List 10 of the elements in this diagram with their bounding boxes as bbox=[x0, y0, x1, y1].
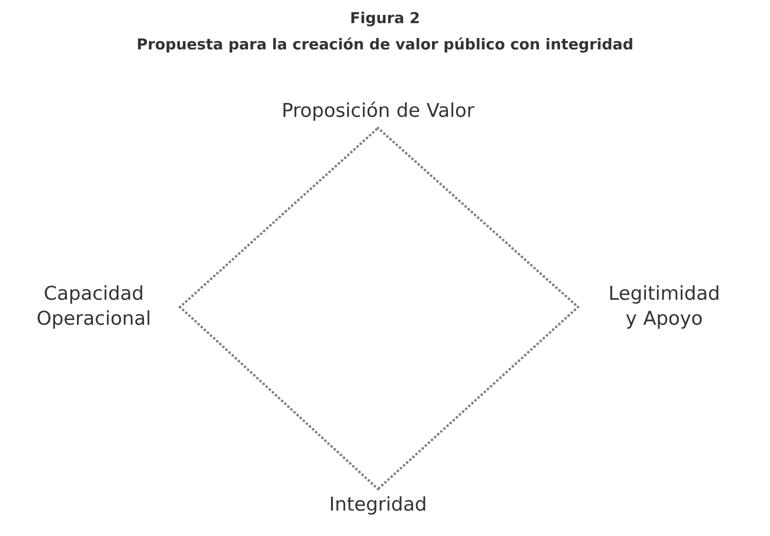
dotted-line bbox=[178, 126, 380, 308]
figure-subtitle: Propuesta para la creación de valor público con integridad bbox=[138, 37, 632, 53]
corner-label: Capacidad Operacional bbox=[38, 285, 150, 329]
corner-label: Integridad bbox=[331, 496, 426, 515]
dotted-line bbox=[178, 306, 380, 490]
corner-label: Legitimidad y Apoyo bbox=[610, 285, 718, 329]
dotted-line bbox=[376, 306, 580, 490]
figure-title: Figura 2 bbox=[351, 12, 419, 26]
dotted-line bbox=[376, 126, 580, 308]
corner-label: Proposición de Valor bbox=[284, 102, 474, 121]
